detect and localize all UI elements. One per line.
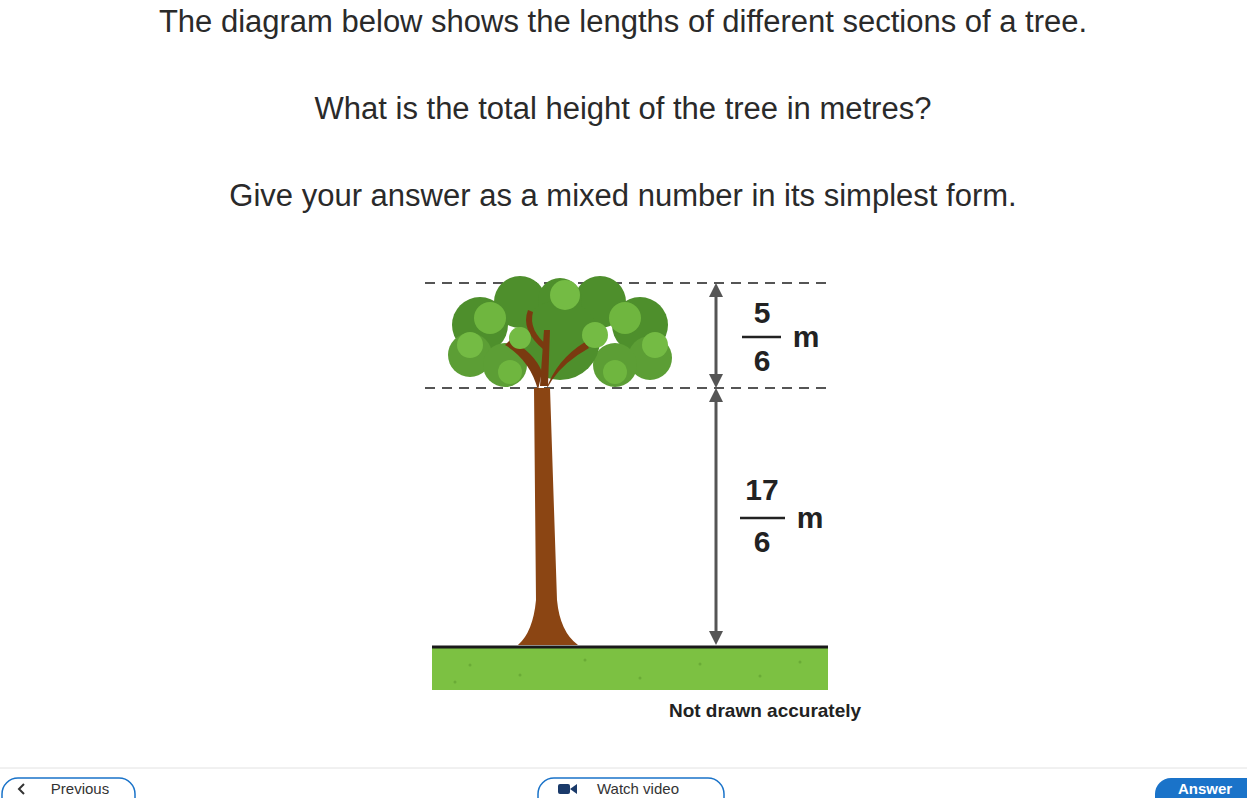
dimension-arrow	[715, 294, 718, 634]
previous-button	[2, 778, 135, 798]
canopy-front	[457, 280, 668, 384]
video-icon	[558, 784, 577, 794]
video-button	[538, 778, 724, 798]
button-text: Answer	[1178, 780, 1232, 798]
grass-texture	[454, 659, 802, 684]
guide-line	[425, 282, 830, 284]
ground	[432, 648, 828, 690]
branch	[526, 310, 548, 350]
guide-line	[425, 387, 830, 389]
button-text: Watch video	[597, 780, 679, 798]
ground-line	[432, 646, 828, 649]
fraction-bar	[742, 336, 781, 339]
canopy	[448, 276, 672, 387]
fraction-numerator: 5	[754, 295, 771, 331]
unit-label: m	[793, 319, 820, 355]
fraction-bar	[740, 517, 785, 520]
question-text: Give your answer as a mixed number in it…	[229, 177, 1016, 214]
answer-button	[1155, 778, 1247, 798]
chevron-icon	[19, 784, 24, 794]
question-text: What is the total height of the tree in …	[315, 90, 932, 127]
branch	[540, 330, 550, 386]
note-text: Not drawn accurately	[669, 700, 861, 723]
unit-label: m	[797, 500, 824, 536]
separator	[0, 768, 1247, 769]
button-text: Previous	[51, 780, 109, 798]
trunk	[518, 388, 578, 645]
fraction-numerator: 17	[745, 472, 778, 508]
question-text: The diagram below shows the lengths of d…	[159, 3, 1087, 40]
arrowhead	[709, 283, 723, 645]
fraction-denominator: 6	[754, 343, 771, 379]
branch	[546, 342, 589, 390]
fraction-denominator: 6	[754, 524, 771, 560]
